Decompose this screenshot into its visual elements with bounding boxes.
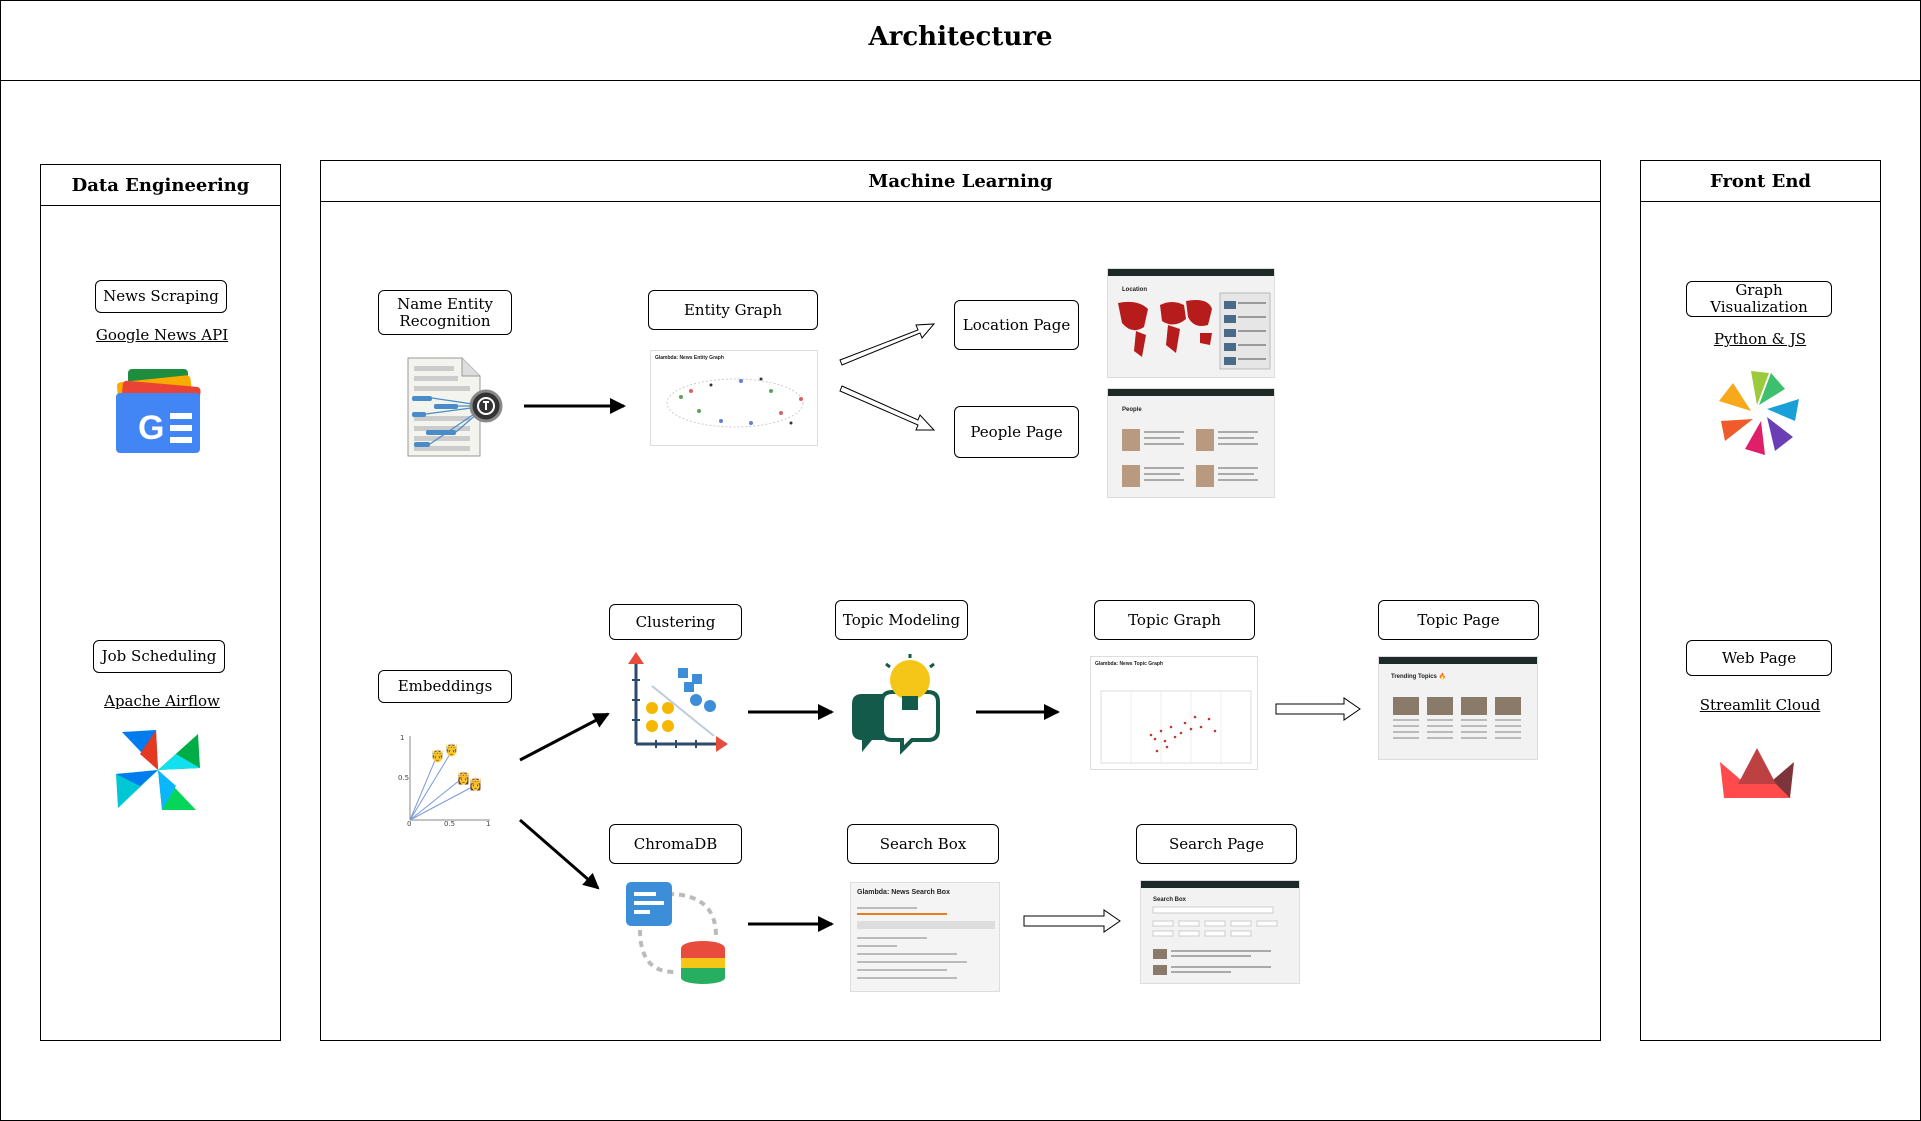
news-scraping-box: News Scraping <box>95 280 227 313</box>
svg-text:👸: 👸 <box>456 771 471 785</box>
google-news-icon: G <box>116 369 201 453</box>
search-page-thumb-title: Search Box <box>1153 897 1187 903</box>
topic-page-thumbnail: Trending Topics 🔥 <box>1378 656 1538 760</box>
topic-page-box: Topic Page <box>1378 600 1539 640</box>
panel-title-data-engineering: Data Engineering <box>41 165 280 206</box>
search-box-thumbnail: Glambda: News Search Box <box>850 882 1000 992</box>
job-scheduling-box: Job Scheduling <box>93 640 225 673</box>
search-box-box: Search Box <box>847 824 999 864</box>
embedding-plot-icon: 0 0.5 1 1 0.5 🤴🤴 👸👸 <box>398 734 490 826</box>
trending-thumb-title: Trending Topics 🔥 <box>1391 674 1447 680</box>
python-js-link[interactable]: Python & JS <box>1713 330 1807 348</box>
panel-title-machine-learning: Machine Learning <box>321 161 1600 202</box>
people-page-thumbnail: People <box>1107 388 1275 498</box>
location-thumb-title: Location <box>1122 287 1147 293</box>
topic-modeling-box: Topic Modeling <box>835 600 968 640</box>
search-box-thumb-title: Glambda: News Search Box <box>857 889 950 896</box>
location-page-thumbnail: Location <box>1107 268 1275 378</box>
entity-graph-thumbnail: Glambda: News Entity Graph <box>650 350 818 446</box>
people-thumb-title: People <box>1122 407 1142 413</box>
embeddings-box: Embeddings <box>378 670 512 703</box>
location-page-box: Location Page <box>954 300 1079 350</box>
lightbulb-chat-icon <box>852 654 940 755</box>
python-js-flower-icon <box>1719 371 1799 455</box>
svg-text:👸: 👸 <box>468 777 483 791</box>
topic-graph-thumbnail: Glambda: News Topic Graph <box>1090 656 1258 770</box>
svg-text:1: 1 <box>400 734 404 742</box>
chromadb-box: ChromaDB <box>609 824 742 864</box>
svg-text:G: G <box>138 409 164 447</box>
search-page-thumbnail: Search Box <box>1140 880 1300 984</box>
web-page-box: Web Page <box>1686 640 1832 676</box>
search-page-box: Search Page <box>1136 824 1297 864</box>
svg-text:🤴: 🤴 <box>444 743 459 757</box>
airflow-pinwheel-icon <box>116 730 200 810</box>
page-title: Architecture <box>868 22 1053 52</box>
document-ner-icon <box>407 357 503 457</box>
title-bar: Architecture <box>0 0 1921 81</box>
apache-airflow-link[interactable]: Apache Airflow <box>104 692 220 710</box>
topic-graph-box: Topic Graph <box>1094 600 1255 640</box>
entity-graph-box: Entity Graph <box>648 290 818 330</box>
streamlit-cloud-link[interactable]: Streamlit Cloud <box>1699 696 1821 714</box>
svg-text:0: 0 <box>407 820 411 826</box>
topic-graph-thumb-title: Glambda: News Topic Graph <box>1095 661 1163 667</box>
svg-text:0.5: 0.5 <box>444 820 455 826</box>
svg-text:🤴: 🤴 <box>430 749 445 763</box>
panel-title-front-end: Front End <box>1641 161 1880 202</box>
scatter-clustering-icon <box>628 652 728 752</box>
entity-graph-thumb-title: Glambda: News Entity Graph <box>655 355 724 361</box>
streamlit-crown-icon <box>1720 748 1794 798</box>
graph-visualization-box: Graph Visualization <box>1686 281 1832 317</box>
svg-text:1: 1 <box>486 820 490 826</box>
google-news-api-link[interactable]: Google News API <box>95 326 229 344</box>
svg-text:0.5: 0.5 <box>398 774 409 782</box>
chromadb-icon <box>626 882 725 984</box>
clustering-box: Clustering <box>609 604 742 640</box>
ner-box: Name Entity Recognition <box>378 290 512 335</box>
people-page-box: People Page <box>954 406 1079 458</box>
